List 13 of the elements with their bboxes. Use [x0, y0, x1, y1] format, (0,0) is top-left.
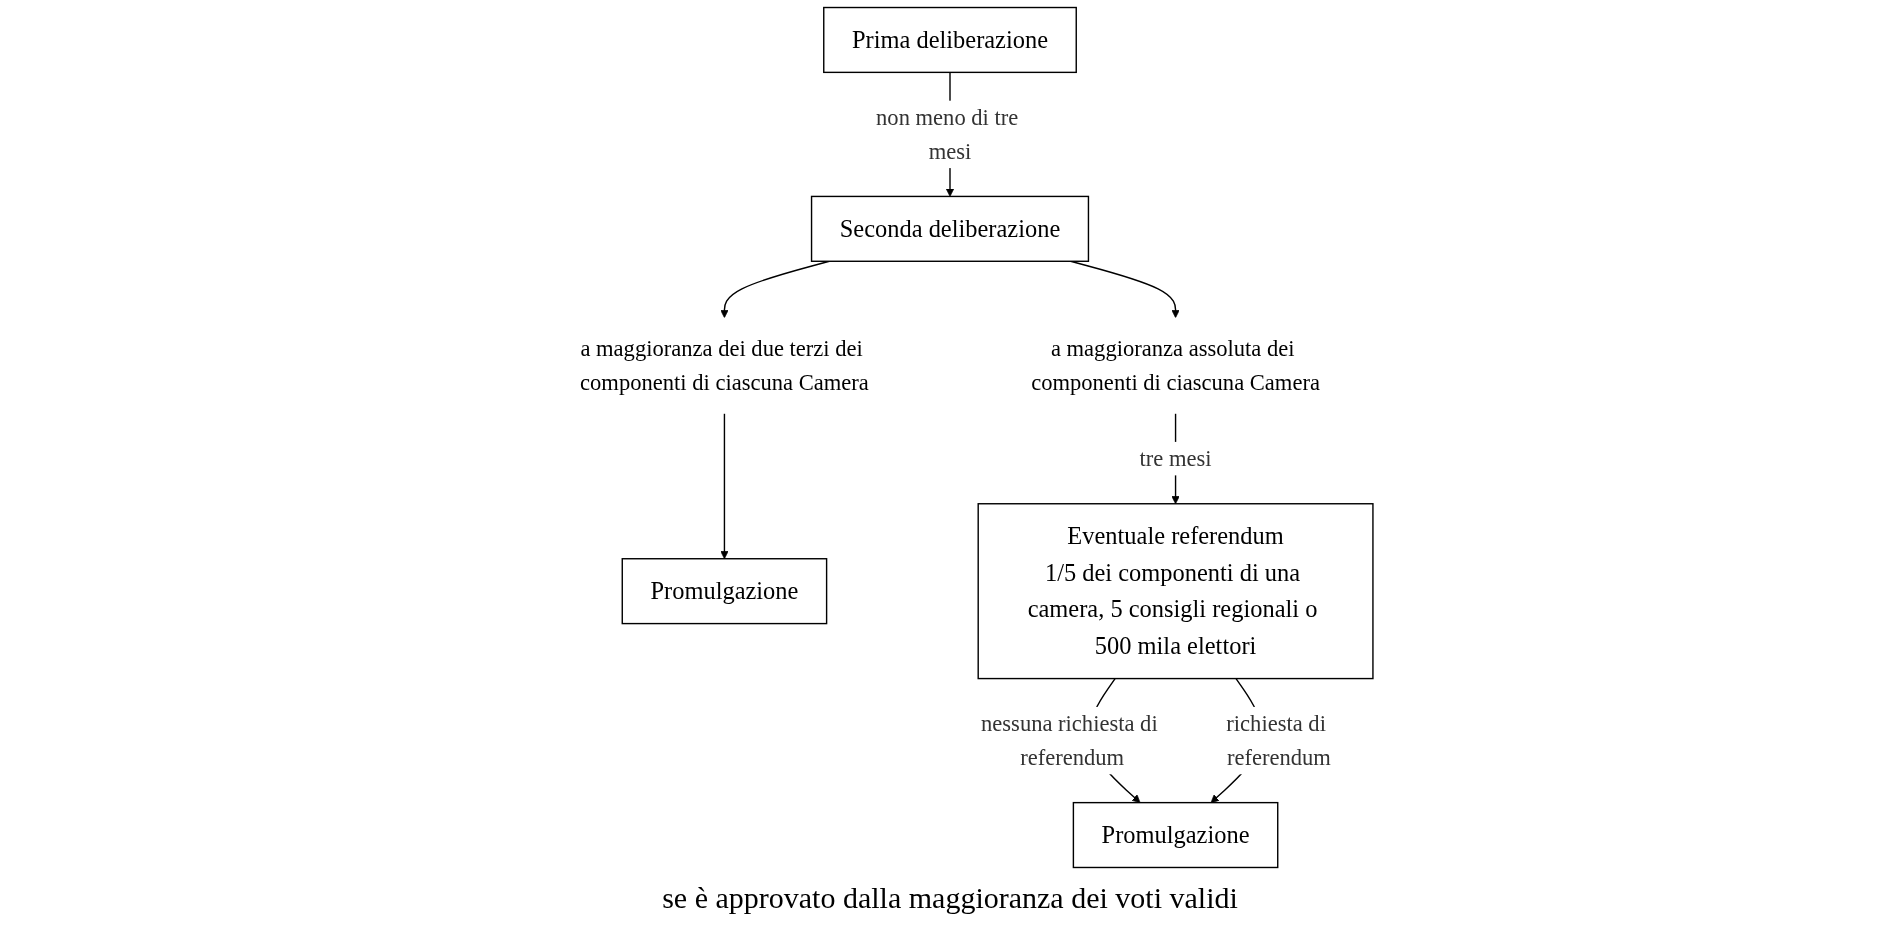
node-box: Promulgazione: [1072, 801, 1279, 869]
node-box: Seconda deliberazione: [810, 195, 1090, 262]
node-box: Promulgazione: [621, 558, 828, 625]
node-box: Prima deliberazione: [823, 6, 1077, 74]
node-text: a maggioranza dei due terzi dei componenti di ciascuna Camera: [580, 336, 869, 395]
node-box: Eventuale referendum 1/5 dei componenti di una camera, 5 consigli regionali o 500 mila elettori: [977, 503, 1374, 680]
edge-label: tre mesi: [1139, 446, 1212, 471]
note-text: se è approvato dalla maggioranza dei voti validi: [662, 881, 1238, 915]
edge-label: richiesta di referendum: [1226, 711, 1331, 770]
node-text: a maggioranza assoluta dei componenti di ciascuna Camera: [1031, 336, 1320, 395]
edge-label: non meno di tre mesi: [876, 105, 1019, 164]
arrow: [720, 412, 729, 560]
edge-label: nessuna richiesta di referendum: [981, 711, 1158, 770]
